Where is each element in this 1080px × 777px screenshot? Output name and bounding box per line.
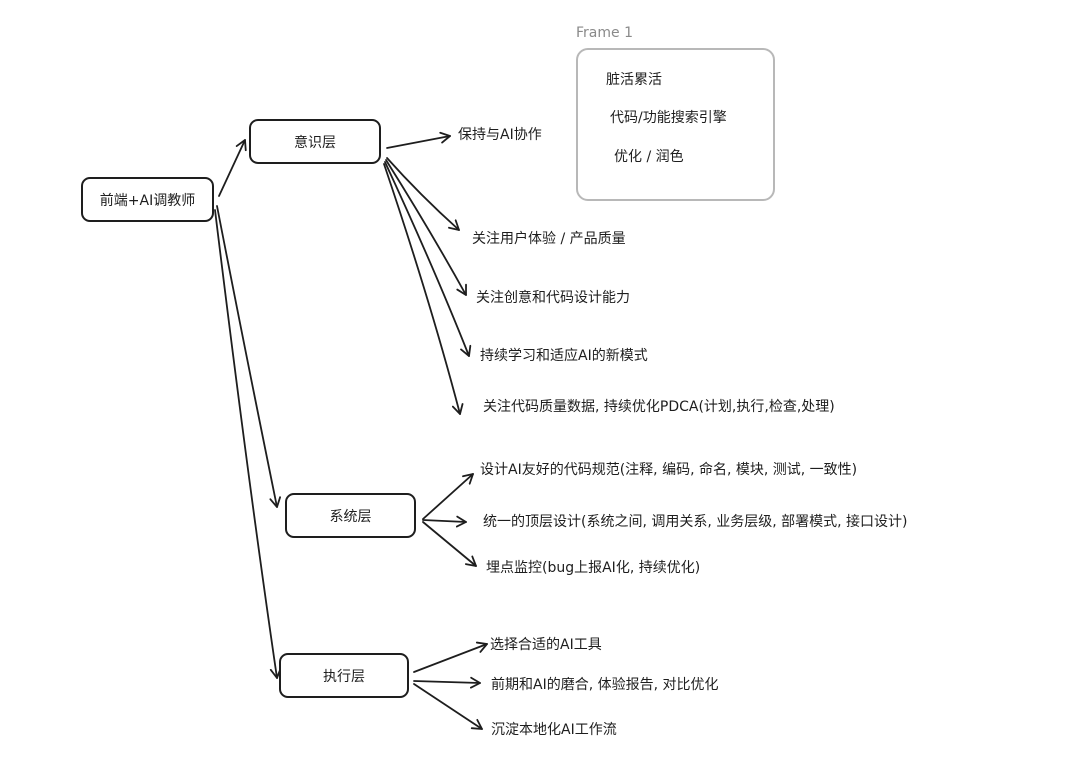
arrow-system-item-2 (422, 515, 467, 528)
execution-node-label: 执行层 (323, 668, 365, 685)
awareness-item: 关注代码质量数据, 持续优化PDCA(计划,执行,检查,处理) (483, 399, 835, 415)
awareness-item: 持续学习和适应AI的新模式 (480, 348, 648, 364)
system-item: 设计AI友好的代码规范(注释, 编码, 命名, 模块, 测试, 一致性) (480, 462, 858, 478)
arrow-awareness-item-2 (386, 157, 460, 231)
system-item: 埋点监控(bug上报AI化, 持续优化) (486, 560, 701, 576)
awareness-item: 保持与AI协作 (458, 127, 542, 143)
arrow-awareness-item-1 (386, 131, 451, 149)
frame-item: 脏活累活 (606, 72, 662, 88)
arrow-awareness-item-4 (384, 161, 472, 357)
arrow-execution-item-2 (413, 676, 481, 689)
execution-node[interactable]: 执行层 (279, 653, 409, 698)
awareness-node[interactable]: 意识层 (249, 119, 381, 164)
execution-item: 沉淀本地化AI工作流 (491, 722, 617, 738)
frame-title: Frame 1 (576, 25, 633, 41)
arrow-execution-item-1 (413, 641, 488, 673)
arrow-awareness-item-3 (385, 159, 467, 296)
arrow-root-to-execution (214, 209, 282, 679)
awareness-item: 关注用户体验 / 产品质量 (472, 231, 626, 247)
arrow-root-to-system (216, 205, 282, 508)
execution-item: 选择合适的AI工具 (490, 637, 602, 653)
frame-box (576, 48, 775, 201)
frame-item: 代码/功能搜索引擎 (610, 110, 727, 126)
system-node[interactable]: 系统层 (285, 493, 416, 538)
arrow-system-item-3 (422, 521, 477, 567)
frame-item: 优化 / 润色 (614, 149, 684, 165)
root-node[interactable]: 前端+AI调教师 (81, 177, 214, 222)
root-node-label: 前端+AI调教师 (99, 192, 196, 209)
awareness-item: 关注创意和代码设计能力 (476, 290, 630, 306)
system-item: 统一的顶层设计(系统之间, 调用关系, 业务层级, 部署模式, 接口设计) (483, 514, 908, 530)
arrow-awareness-item-5 (383, 163, 464, 415)
arrow-system-item-1 (422, 473, 474, 520)
execution-item: 前期和AI的磨合, 体验报告, 对比优化 (491, 677, 719, 693)
awareness-node-label: 意识层 (294, 134, 336, 151)
arrow-execution-item-3 (413, 683, 483, 730)
system-node-label: 系统层 (329, 508, 372, 525)
arrow-root-to-awareness (218, 139, 247, 197)
